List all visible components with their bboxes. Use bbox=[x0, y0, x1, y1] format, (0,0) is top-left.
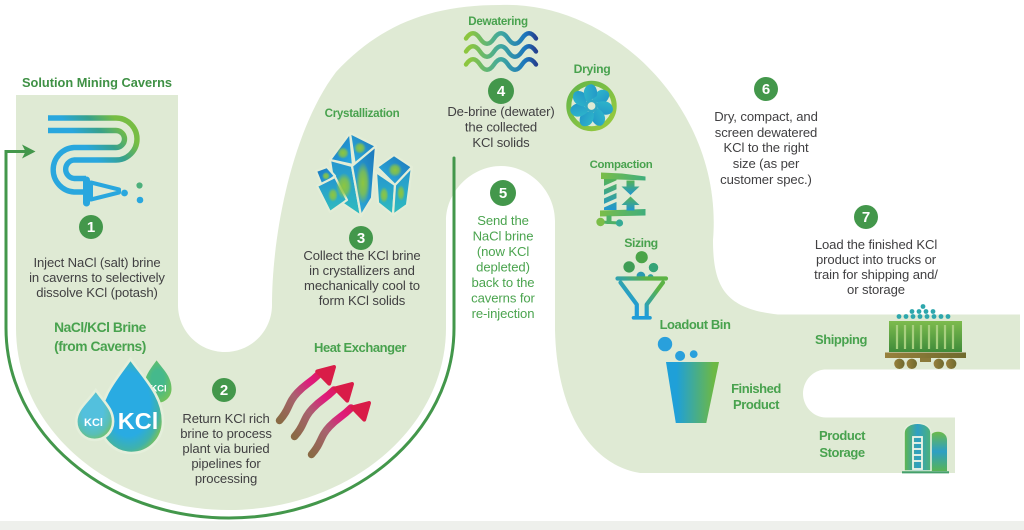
svg-text:size (as per: size (as per bbox=[733, 156, 800, 171]
svg-text:(now KCl: (now KCl bbox=[477, 244, 530, 259]
svg-text:KCl: KCl bbox=[150, 384, 166, 395]
svg-text:in caverns to selectively: in caverns to selectively bbox=[29, 270, 165, 285]
svg-text:processing: processing bbox=[195, 471, 257, 486]
svg-text:in crystallizers and: in crystallizers and bbox=[309, 263, 415, 278]
svg-text:KCl to the right: KCl to the right bbox=[723, 140, 808, 155]
svg-text:KCl solids: KCl solids bbox=[472, 135, 530, 150]
svg-text:or storage: or storage bbox=[847, 282, 905, 297]
svg-text:re-injection: re-injection bbox=[472, 306, 535, 321]
svg-text:Product: Product bbox=[819, 428, 866, 443]
svg-text:6: 6 bbox=[762, 81, 770, 98]
svg-text:Heat Exchanger: Heat Exchanger bbox=[314, 340, 406, 355]
svg-text:brine to process: brine to process bbox=[180, 426, 272, 441]
svg-text:4: 4 bbox=[497, 83, 506, 100]
svg-text:mechanically cool to: mechanically cool to bbox=[304, 278, 420, 293]
svg-text:Finished: Finished bbox=[731, 381, 781, 396]
svg-text:Inject NaCl (salt) brine: Inject NaCl (salt) brine bbox=[33, 255, 160, 270]
svg-text:7: 7 bbox=[862, 209, 870, 226]
svg-text:caverns for: caverns for bbox=[471, 291, 535, 306]
svg-text:KCl: KCl bbox=[84, 417, 103, 429]
svg-text:Storage: Storage bbox=[819, 445, 864, 460]
svg-text:Load the finished KCl: Load the finished KCl bbox=[815, 237, 938, 252]
svg-text:back to the: back to the bbox=[472, 275, 535, 290]
svg-text:Dewatering: Dewatering bbox=[468, 15, 528, 28]
svg-text:depleted): depleted) bbox=[476, 260, 530, 275]
svg-text:train for shipping and/: train for shipping and/ bbox=[814, 267, 938, 282]
svg-text:dissolve KCl (potash): dissolve KCl (potash) bbox=[36, 285, 158, 300]
svg-text:Loadout Bin: Loadout Bin bbox=[660, 317, 731, 332]
svg-text:screen dewatered: screen dewatered bbox=[715, 125, 818, 140]
svg-text:Collect the KCl brine: Collect the KCl brine bbox=[303, 248, 420, 263]
svg-text:Return KCl rich: Return KCl rich bbox=[182, 411, 269, 426]
svg-text:NaCl brine: NaCl brine bbox=[473, 229, 534, 244]
svg-text:form KCl solids: form KCl solids bbox=[319, 293, 406, 308]
svg-text:3: 3 bbox=[357, 230, 365, 247]
svg-text:pipelines for: pipelines for bbox=[191, 456, 261, 471]
svg-text:Send the: Send the bbox=[477, 213, 529, 228]
svg-text:customer spec.): customer spec.) bbox=[720, 172, 812, 187]
svg-text:the collected: the collected bbox=[465, 120, 537, 135]
svg-text:Solution Mining Caverns: Solution Mining Caverns bbox=[22, 75, 172, 90]
svg-text:Sizing: Sizing bbox=[624, 236, 658, 250]
svg-text:product into trucks or: product into trucks or bbox=[816, 252, 937, 267]
svg-text:2: 2 bbox=[220, 382, 228, 399]
svg-text:Drying: Drying bbox=[574, 62, 611, 76]
svg-text:NaCl/KCl Brine: NaCl/KCl Brine bbox=[54, 320, 147, 335]
svg-text:(from Caverns): (from Caverns) bbox=[54, 339, 146, 354]
svg-text:Shipping: Shipping bbox=[815, 332, 868, 347]
svg-text:5: 5 bbox=[499, 185, 507, 202]
svg-text:Crystallization: Crystallization bbox=[325, 107, 400, 120]
svg-text:Product: Product bbox=[733, 397, 780, 412]
svg-text:KCl: KCl bbox=[118, 408, 158, 434]
svg-text:plant via buried: plant via buried bbox=[182, 441, 269, 456]
svg-text:De-brine (dewater): De-brine (dewater) bbox=[447, 104, 554, 119]
svg-text:Dry, compact, and: Dry, compact, and bbox=[714, 109, 818, 124]
svg-text:1: 1 bbox=[87, 219, 95, 236]
svg-text:Compaction: Compaction bbox=[590, 159, 653, 171]
